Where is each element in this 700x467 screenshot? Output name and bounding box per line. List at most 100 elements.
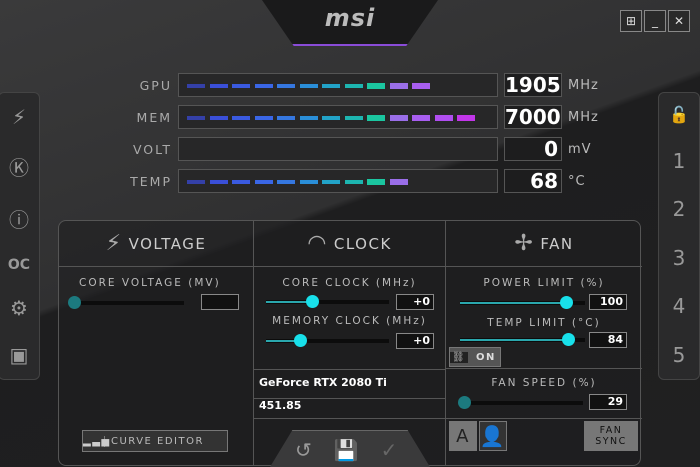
monitor-label: GPU [139, 77, 172, 93]
slider-thumb[interactable] [305, 295, 319, 308]
divider [446, 418, 642, 419]
link-icon: ⛓ [450, 351, 468, 363]
kombustor-icon[interactable]: ⚡ [11, 104, 27, 129]
temp-limit-input[interactable]: 84 [589, 332, 627, 348]
bar-segment [232, 116, 250, 120]
curve-editor-label: CURVE EDITOR [111, 435, 204, 447]
monitor-label: MEM [136, 109, 172, 125]
monitor-unit: MHz [568, 77, 599, 93]
bar-segment [457, 115, 475, 121]
left-sidebar: ⚡ Ⓚ ⓘ OC ⚙ ▣ [0, 92, 40, 380]
monitor-label: TEMP [130, 173, 172, 189]
bar-segment [232, 84, 250, 88]
bar-segment [322, 84, 340, 88]
bars-icon: ▂▃▅ [83, 435, 111, 447]
profile-5-button[interactable]: 5 [672, 342, 686, 367]
fan-speed-input[interactable]: 29 [589, 394, 627, 410]
bar-segment [187, 84, 205, 88]
profile-4-button[interactable]: 4 [672, 294, 686, 319]
lock-icon[interactable]: 🔓 [669, 105, 689, 125]
auto-fan-button[interactable]: A [449, 421, 477, 451]
monitor-value: 1905 [504, 73, 562, 97]
power-limit-label: POWER LIMIT (%) [483, 277, 605, 289]
monitor-unit: mV [568, 141, 592, 157]
fan-speed-label: FAN SPEED (%) [491, 377, 597, 389]
control-panel: ⚡VOLTAGE CORE VOLTAGE (MV) ▂▃▅CURVE EDIT… [58, 220, 642, 466]
core-clock-input[interactable]: +0 [396, 294, 434, 310]
profile-3-button[interactable]: 3 [672, 245, 686, 270]
fan-sync-label: FAN [599, 425, 623, 436]
monitor-label: VOLT [132, 141, 172, 157]
bottom-plate [270, 430, 430, 467]
bar-segment [344, 84, 363, 88]
bar-segment [254, 180, 273, 184]
minimize-button[interactable]: _ [644, 10, 666, 32]
gpu-name: GeForce RTX 2080 Ti [254, 369, 446, 399]
bar-segment [322, 180, 340, 184]
core-voltage-input[interactable] [201, 294, 239, 310]
monitor-icon[interactable]: ▣ [9, 343, 29, 368]
bar-segment [277, 116, 295, 120]
fan-sync-label: SYNC [595, 436, 627, 447]
bar-segment [367, 179, 385, 185]
fan-speed-slider[interactable] [458, 396, 583, 409]
link-toggle[interactable]: ⛓ ON [449, 347, 501, 367]
bar-segment [389, 83, 408, 89]
clock-title: CLOCK [333, 234, 392, 253]
driver-version: 451.85 [254, 393, 446, 419]
info-icon[interactable]: ⓘ [9, 208, 29, 233]
monitor-value: 68 [504, 169, 562, 193]
profile-2-button[interactable]: 2 [672, 197, 686, 222]
bar-segment [232, 180, 250, 184]
clock-header: ◠ CLOCK [254, 221, 445, 267]
profile-1-button[interactable]: 1 [672, 148, 686, 173]
monitor-bar [178, 105, 498, 129]
slider-thumb[interactable] [561, 333, 575, 346]
slider-thumb[interactable] [458, 396, 471, 409]
curve-editor-button[interactable]: ▂▃▅CURVE EDITOR [82, 430, 228, 452]
power-limit-slider[interactable] [460, 296, 585, 309]
bar-segment [187, 116, 205, 120]
memory-clock-input[interactable]: +0 [396, 333, 434, 349]
bottom-actions: ↺ 💾 ✓ [295, 438, 397, 462]
divider [446, 368, 642, 369]
bar-segment [367, 83, 385, 89]
bar-segment [389, 115, 408, 121]
bar-segment [412, 83, 430, 89]
temp-limit-label: TEMP LIMIT (°C) [487, 317, 601, 329]
apply-check-icon[interactable]: ✓ [380, 438, 398, 462]
voltage-header: ⚡VOLTAGE [59, 221, 253, 267]
slider-thumb[interactable] [560, 296, 574, 309]
fan-icon: ✢ [514, 231, 535, 256]
core-clock-label: CORE CLOCK (MHz) [282, 277, 417, 289]
close-button[interactable]: ✕ [668, 10, 690, 32]
monitor-gpu: GPU 1905 MHz [100, 73, 599, 97]
memory-clock-slider[interactable] [266, 334, 389, 347]
reset-icon[interactable]: ↺ [295, 438, 312, 462]
monitor-value: 7000 [504, 105, 562, 129]
msi-logo: msi [324, 4, 376, 32]
save-icon[interactable]: 💾 [333, 438, 359, 462]
slider-thumb[interactable] [294, 334, 308, 347]
core-clock-slider[interactable] [266, 295, 389, 308]
speedometer-icon: ◠ [307, 231, 328, 256]
monitor-bar [178, 73, 498, 97]
core-voltage-slider[interactable] [68, 296, 184, 309]
clock-column: ◠CLOCK CORE CLOCK (MHz) +0 MEMORY CLOCK … [254, 221, 446, 465]
k-boost-icon[interactable]: Ⓚ [9, 155, 29, 180]
user-fan-profile-button[interactable]: 👤 [479, 421, 507, 451]
power-limit-input[interactable]: 100 [589, 294, 627, 310]
slider-thumb[interactable] [68, 296, 81, 309]
windows-icon[interactable]: ⊞ [620, 10, 642, 32]
settings-gear-icon[interactable]: ⚙ [10, 295, 28, 320]
link-label: ON [476, 351, 496, 363]
temp-limit-slider[interactable] [460, 333, 585, 346]
oc-scanner-icon[interactable]: OC [7, 256, 31, 273]
bar-segment [254, 116, 273, 120]
bar-segment [209, 180, 228, 184]
bar-segment [299, 180, 318, 184]
